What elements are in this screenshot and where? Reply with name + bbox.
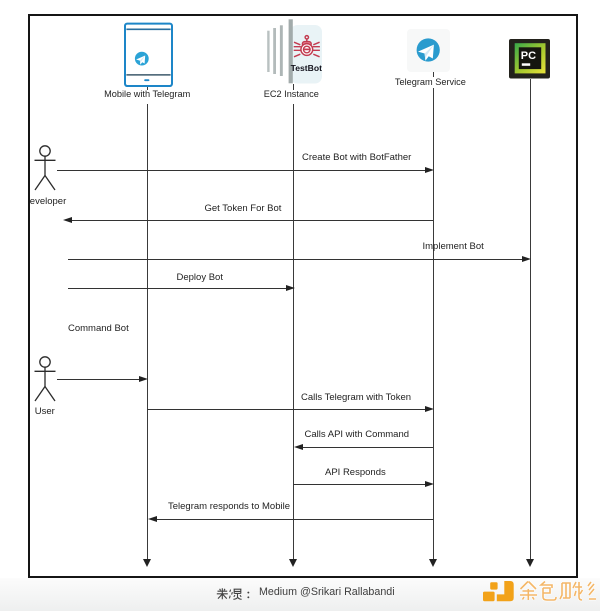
svg-text:TestBot: TestBot bbox=[291, 63, 322, 73]
svg-text:PC: PC bbox=[520, 50, 535, 62]
